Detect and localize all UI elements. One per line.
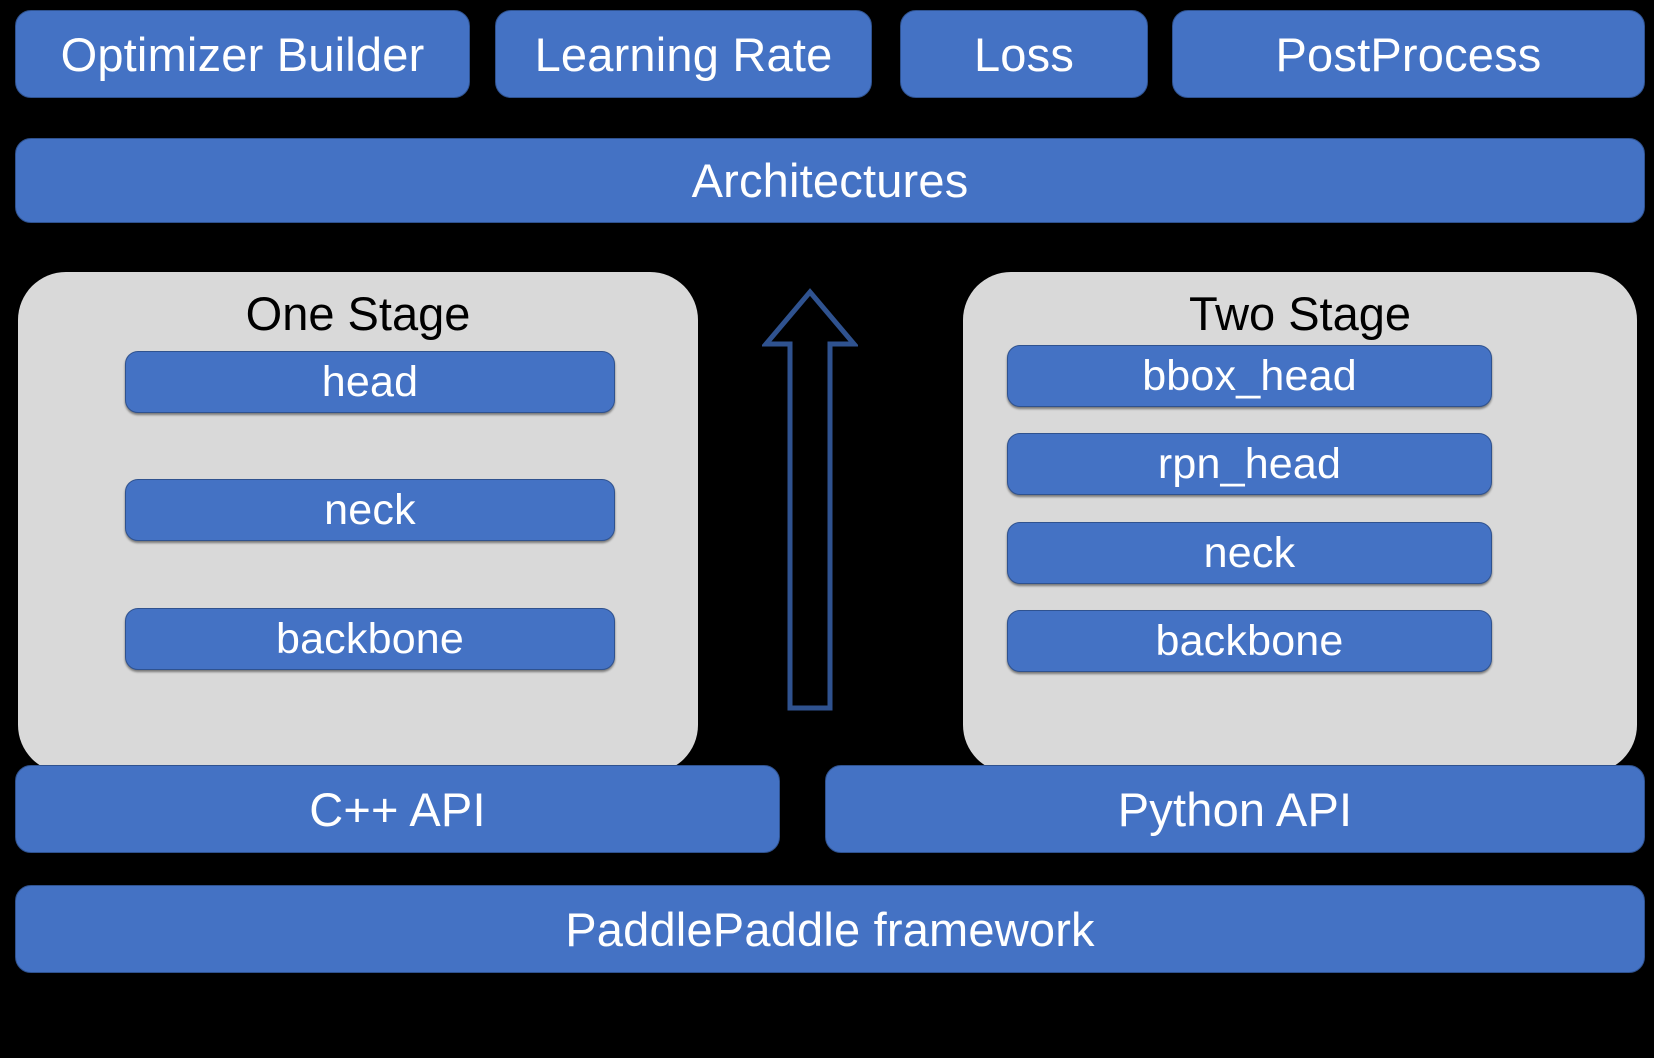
module-box-label: backbone	[275, 614, 465, 663]
module-box-neck[interactable]: neck	[1007, 522, 1492, 584]
arrow-up-icon	[762, 286, 858, 714]
stage-title-one-stage: One Stage	[245, 287, 471, 340]
component-box-architectures[interactable]: Architectures	[15, 138, 1645, 223]
module-box-label: neck	[324, 485, 416, 534]
component-box-label: PostProcess	[1275, 27, 1542, 81]
module-box-backbone[interactable]: backbone	[1007, 610, 1492, 672]
component-box-learning-rate[interactable]: Learning Rate	[495, 10, 872, 98]
module-box-label: backbone	[1155, 616, 1344, 665]
component-box-loss[interactable]: Loss	[900, 10, 1148, 98]
module-box-head[interactable]: head	[125, 351, 615, 413]
module-box-bbox-head[interactable]: bbox_head	[1007, 345, 1492, 407]
component-box-postprocess[interactable]: PostProcess	[1172, 10, 1645, 98]
stage-title-two-stage: Two Stage	[1188, 287, 1412, 340]
component-box-label: Loss	[973, 27, 1075, 81]
component-box-label: Optimizer Builder	[60, 27, 425, 81]
module-box-label: head	[321, 357, 419, 406]
module-box-label: rpn_head	[1157, 439, 1342, 488]
component-box-cpp-api[interactable]: C++ API	[15, 765, 780, 853]
module-box-label: bbox_head	[1142, 351, 1357, 400]
component-box-python-api[interactable]: Python API	[825, 765, 1645, 853]
component-box-label: PaddlePaddle framework	[565, 902, 1095, 956]
stage-panel-two-stage: Two Stage bbox_head rpn_head neck backbo…	[963, 272, 1637, 773]
component-box-paddlepaddle-framework[interactable]: PaddlePaddle framework	[15, 885, 1645, 973]
component-box-label: Learning Rate	[534, 27, 833, 81]
component-box-label: Architectures	[691, 154, 969, 207]
module-box-neck[interactable]: neck	[125, 479, 615, 541]
module-box-rpn-head[interactable]: rpn_head	[1007, 433, 1492, 495]
component-box-label: Python API	[1117, 782, 1353, 836]
component-box-label: C++ API	[309, 782, 486, 836]
component-box-optimizer-builder[interactable]: Optimizer Builder	[15, 10, 470, 98]
module-box-label: neck	[1203, 528, 1296, 577]
module-box-backbone[interactable]: backbone	[125, 608, 615, 670]
stage-panel-one-stage: One Stage head neck backbone	[18, 272, 698, 773]
